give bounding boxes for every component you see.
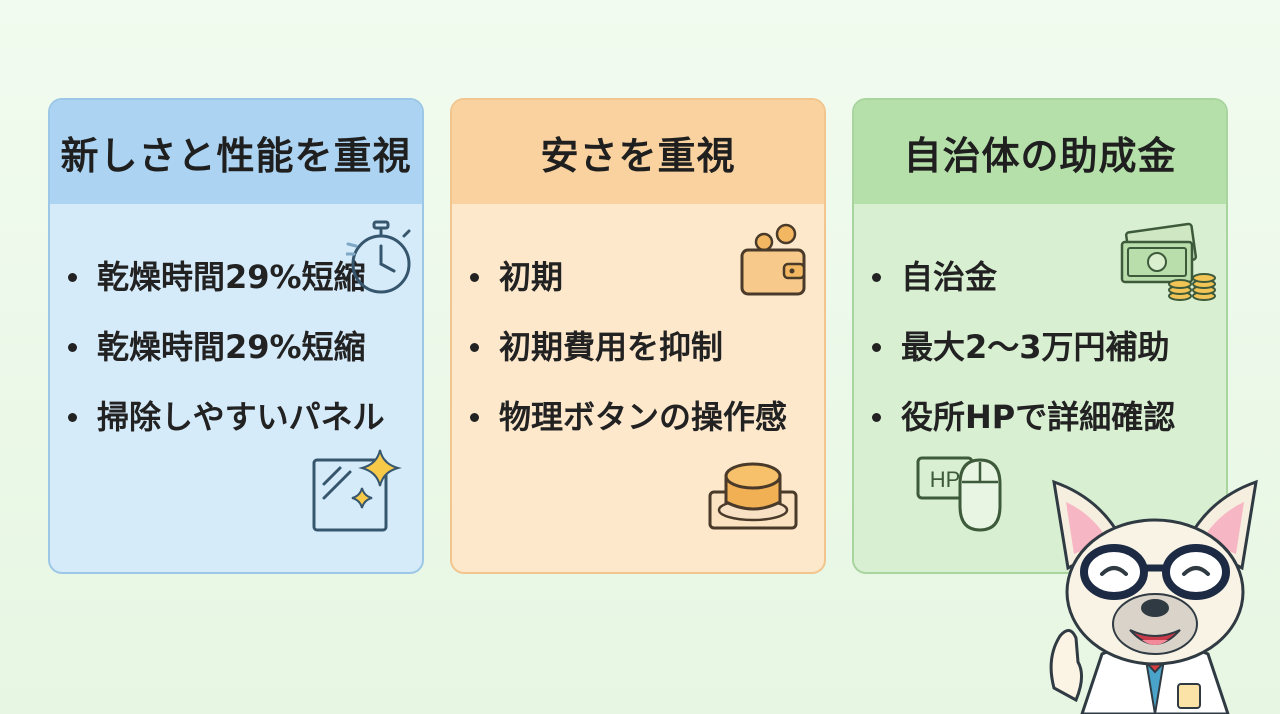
- card-title: 自治体の助成金: [854, 100, 1226, 204]
- push-button-icon: [708, 462, 798, 530]
- card-body: 乾燥時間29%短縮 乾燥時間29%短縮 掃除しやすいパネル: [50, 204, 422, 572]
- list-item: 乾燥時間29%短縮: [68, 242, 385, 312]
- list-item: 最大2〜3万円補助: [872, 312, 1175, 382]
- list-item: 初期: [470, 242, 787, 312]
- stopwatch-icon: [346, 220, 411, 294]
- list-item: 初期費用を抑制: [470, 312, 787, 382]
- card-subsidy: 自治体の助成金 自治金 最大2〜3万円補助 役所HPで詳細確認 HP: [852, 98, 1228, 574]
- card-price: 安さを重視 初期 初期費用を抑制 物理ボタンの操作感: [450, 98, 826, 574]
- list-item: 役所HPで詳細確認: [872, 382, 1175, 452]
- list-item: 掃除しやすいパネル: [68, 382, 385, 452]
- card-title: 新しさと性能を重視: [50, 100, 422, 204]
- item-list: 初期 初期費用を抑制 物理ボタンの操作感: [470, 242, 787, 452]
- list-item: 物理ボタンの操作感: [470, 382, 787, 452]
- dog-doctor-mascot: [1049, 479, 1258, 714]
- hp-click-icon: HP: [916, 456, 1002, 532]
- card-performance: 新しさと性能を重視 乾燥時間29%短縮 乾燥時間29%短縮 掃除しやすいパネル: [48, 98, 424, 574]
- card-body: 自治金 最大2〜3万円補助 役所HPで詳細確認 HP: [854, 204, 1226, 572]
- item-list: 乾燥時間29%短縮 乾燥時間29%短縮 掃除しやすいパネル: [68, 242, 385, 452]
- card-title: 安さを重視: [452, 100, 824, 204]
- card-body: 初期 初期費用を抑制 物理ボタンの操作感: [452, 204, 824, 572]
- wallet-icon: [740, 223, 806, 296]
- list-item: 自治金: [872, 242, 1175, 312]
- item-list: 自治金 最大2〜3万円補助 役所HPで詳細確認: [872, 242, 1175, 452]
- money-coins-icon: [1120, 222, 1216, 301]
- hp-label: HP: [930, 467, 961, 492]
- list-item: 乾燥時間29%短縮: [68, 312, 385, 382]
- sparkle-panel-icon: [312, 449, 402, 532]
